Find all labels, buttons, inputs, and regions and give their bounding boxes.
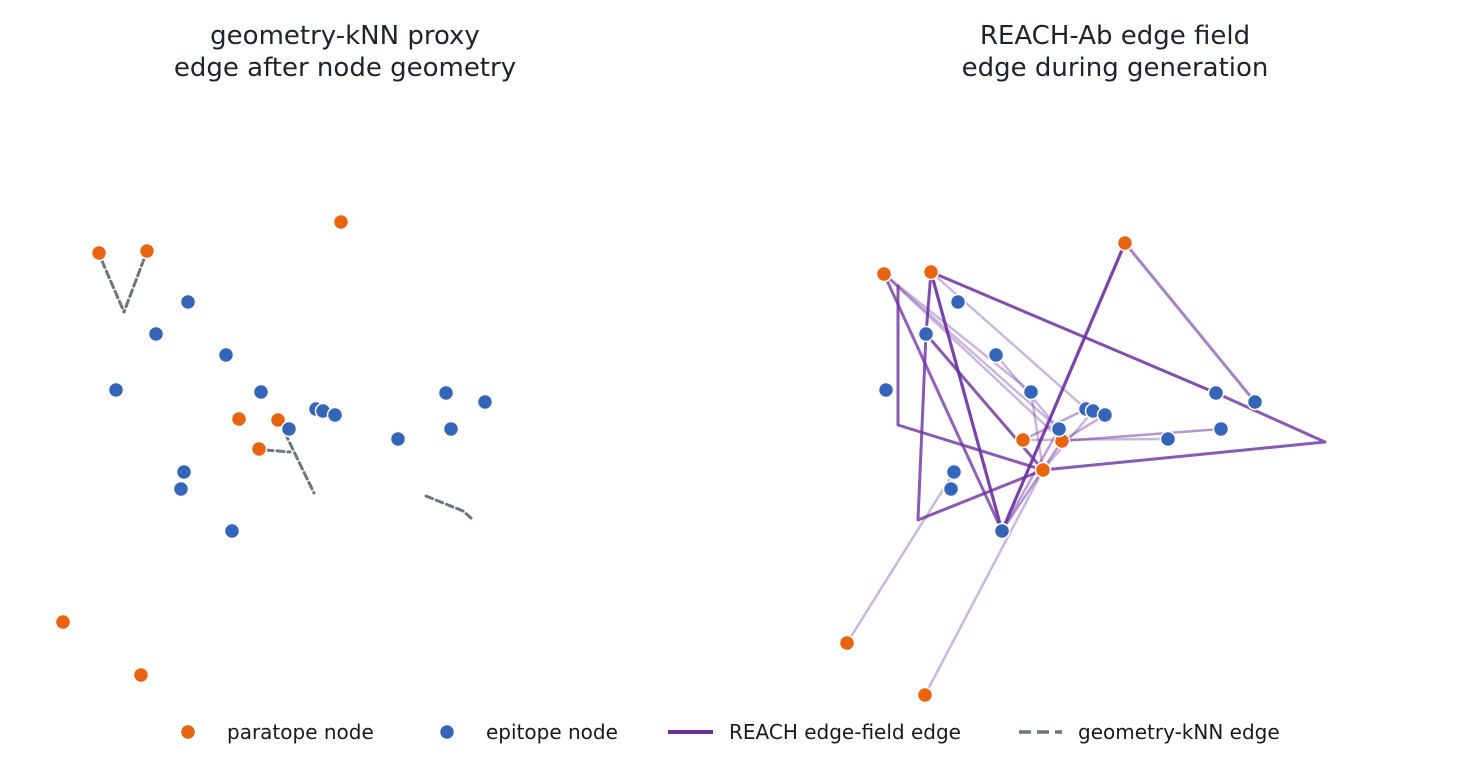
left-panel <box>54 213 494 684</box>
epitope-node-12 <box>1022 383 1040 401</box>
epitope-node-12 <box>252 383 270 401</box>
legend-item-epitope: epitope node <box>438 720 618 744</box>
right-nodes <box>838 234 1264 704</box>
paratope-node-2 <box>332 213 350 231</box>
paratope-node-3 <box>1014 431 1032 449</box>
legend-epitope-marker <box>438 723 456 741</box>
reach-edge-10 <box>916 333 1044 522</box>
left-panel-title: geometry-kNN proxy edge after node geome… <box>174 21 516 83</box>
reach-edge-0 <box>883 273 1032 393</box>
reach-edge-12 <box>896 285 1044 472</box>
paratope-node-4 <box>269 411 287 429</box>
knn-edge-1 <box>122 257 146 314</box>
reach-edge-2 <box>883 273 1063 442</box>
right-panel <box>838 234 1327 704</box>
epitope-node-23 <box>223 522 241 540</box>
left-nodes <box>54 213 494 684</box>
paratope-node-6 <box>54 613 72 631</box>
epitope-node-21 <box>945 463 963 481</box>
epitope-node-9 <box>917 325 935 343</box>
reach-edge-9 <box>1123 242 1257 403</box>
left-title-line-2: edge after node geometry <box>174 53 516 83</box>
paratope-node-7 <box>916 686 934 704</box>
epitope-node-8 <box>179 293 197 311</box>
right-title-line-1: REACH-Ab edge field <box>980 21 1250 51</box>
knn-edges <box>100 257 473 520</box>
epitope-node-16 <box>280 420 298 438</box>
epitope-node-17 <box>437 384 455 402</box>
epitope-node-16 <box>1050 420 1068 438</box>
paratope-node-1 <box>138 242 156 260</box>
epitope-node-11 <box>877 381 895 399</box>
paratope-node-6 <box>838 634 856 652</box>
legend-paratope-marker <box>179 723 197 741</box>
epitope-node-18 <box>476 393 494 411</box>
epitope-node-22 <box>942 480 960 498</box>
epitope-node-23 <box>993 522 1011 540</box>
reach-edge-21 <box>845 471 956 644</box>
left-title-line-1: geometry-kNN proxy <box>210 21 480 51</box>
paratope-node-5 <box>1034 461 1052 479</box>
epitope-node-22 <box>172 480 190 498</box>
paratope-node-2 <box>1116 234 1134 252</box>
legend-knn-label: geometry-kNN edge <box>1078 720 1280 744</box>
epitope-node-18 <box>1246 393 1264 411</box>
epitope-node-9 <box>147 325 165 343</box>
paratope-node-7 <box>132 666 150 684</box>
paratope-node-5 <box>250 440 268 458</box>
legend-item-paratope: paratope node <box>179 720 374 744</box>
reach-edge-24 <box>1000 440 1064 532</box>
paratope-node-3 <box>230 410 248 428</box>
reach-edge-17 <box>1061 427 1222 443</box>
knn-edge-3 <box>283 431 316 495</box>
epitope-node-11 <box>107 381 125 399</box>
reach-edge-6 <box>930 270 1217 395</box>
epitope-node-17 <box>1207 384 1225 402</box>
knn-edge-2 <box>264 448 292 454</box>
right-panel-title: REACH-Ab edge field edge during generati… <box>962 21 1269 83</box>
paratope-node-0 <box>875 265 893 283</box>
legend: paratope node epitope node REACH edge-fi… <box>179 720 1280 744</box>
reach-edge-19 <box>1061 413 1106 443</box>
reach-edge-1 <box>883 273 1060 430</box>
epitope-node-15 <box>1096 406 1114 424</box>
reach-edge-22 <box>923 469 1045 696</box>
reach-edge-3 <box>882 273 1004 532</box>
epitope-node-21 <box>175 463 193 481</box>
legend-item-knn: geometry-kNN edge <box>1019 720 1280 744</box>
epitope-node-15 <box>326 406 344 424</box>
reach-edge-23 <box>1000 428 1061 532</box>
epitope-node-8 <box>949 293 967 311</box>
epitope-node-19 <box>1212 420 1230 438</box>
epitope-node-19 <box>442 420 460 438</box>
epitope-node-20 <box>389 430 407 448</box>
knn-edge-4 <box>424 494 473 520</box>
right-title-line-2: edge during generation <box>962 53 1269 83</box>
paratope-node-1 <box>922 263 940 281</box>
reach-edge-8 <box>1000 242 1127 532</box>
reach-edges <box>845 242 1327 696</box>
legend-item-reach: REACH edge-field edge <box>668 720 961 744</box>
legend-paratope-label: paratope node <box>227 720 374 744</box>
epitope-node-20 <box>1159 430 1177 448</box>
epitope-node-10 <box>217 346 235 364</box>
legend-reach-label: REACH edge-field edge <box>729 720 961 744</box>
legend-epitope-label: epitope node <box>486 720 618 744</box>
reach-edge-15 <box>1029 391 1045 471</box>
knn-edge-0 <box>100 259 126 314</box>
reach-edge-5 <box>929 271 1004 532</box>
reach-edge-4 <box>924 271 933 335</box>
epitope-node-10 <box>987 346 1005 364</box>
paratope-node-0 <box>90 244 108 262</box>
